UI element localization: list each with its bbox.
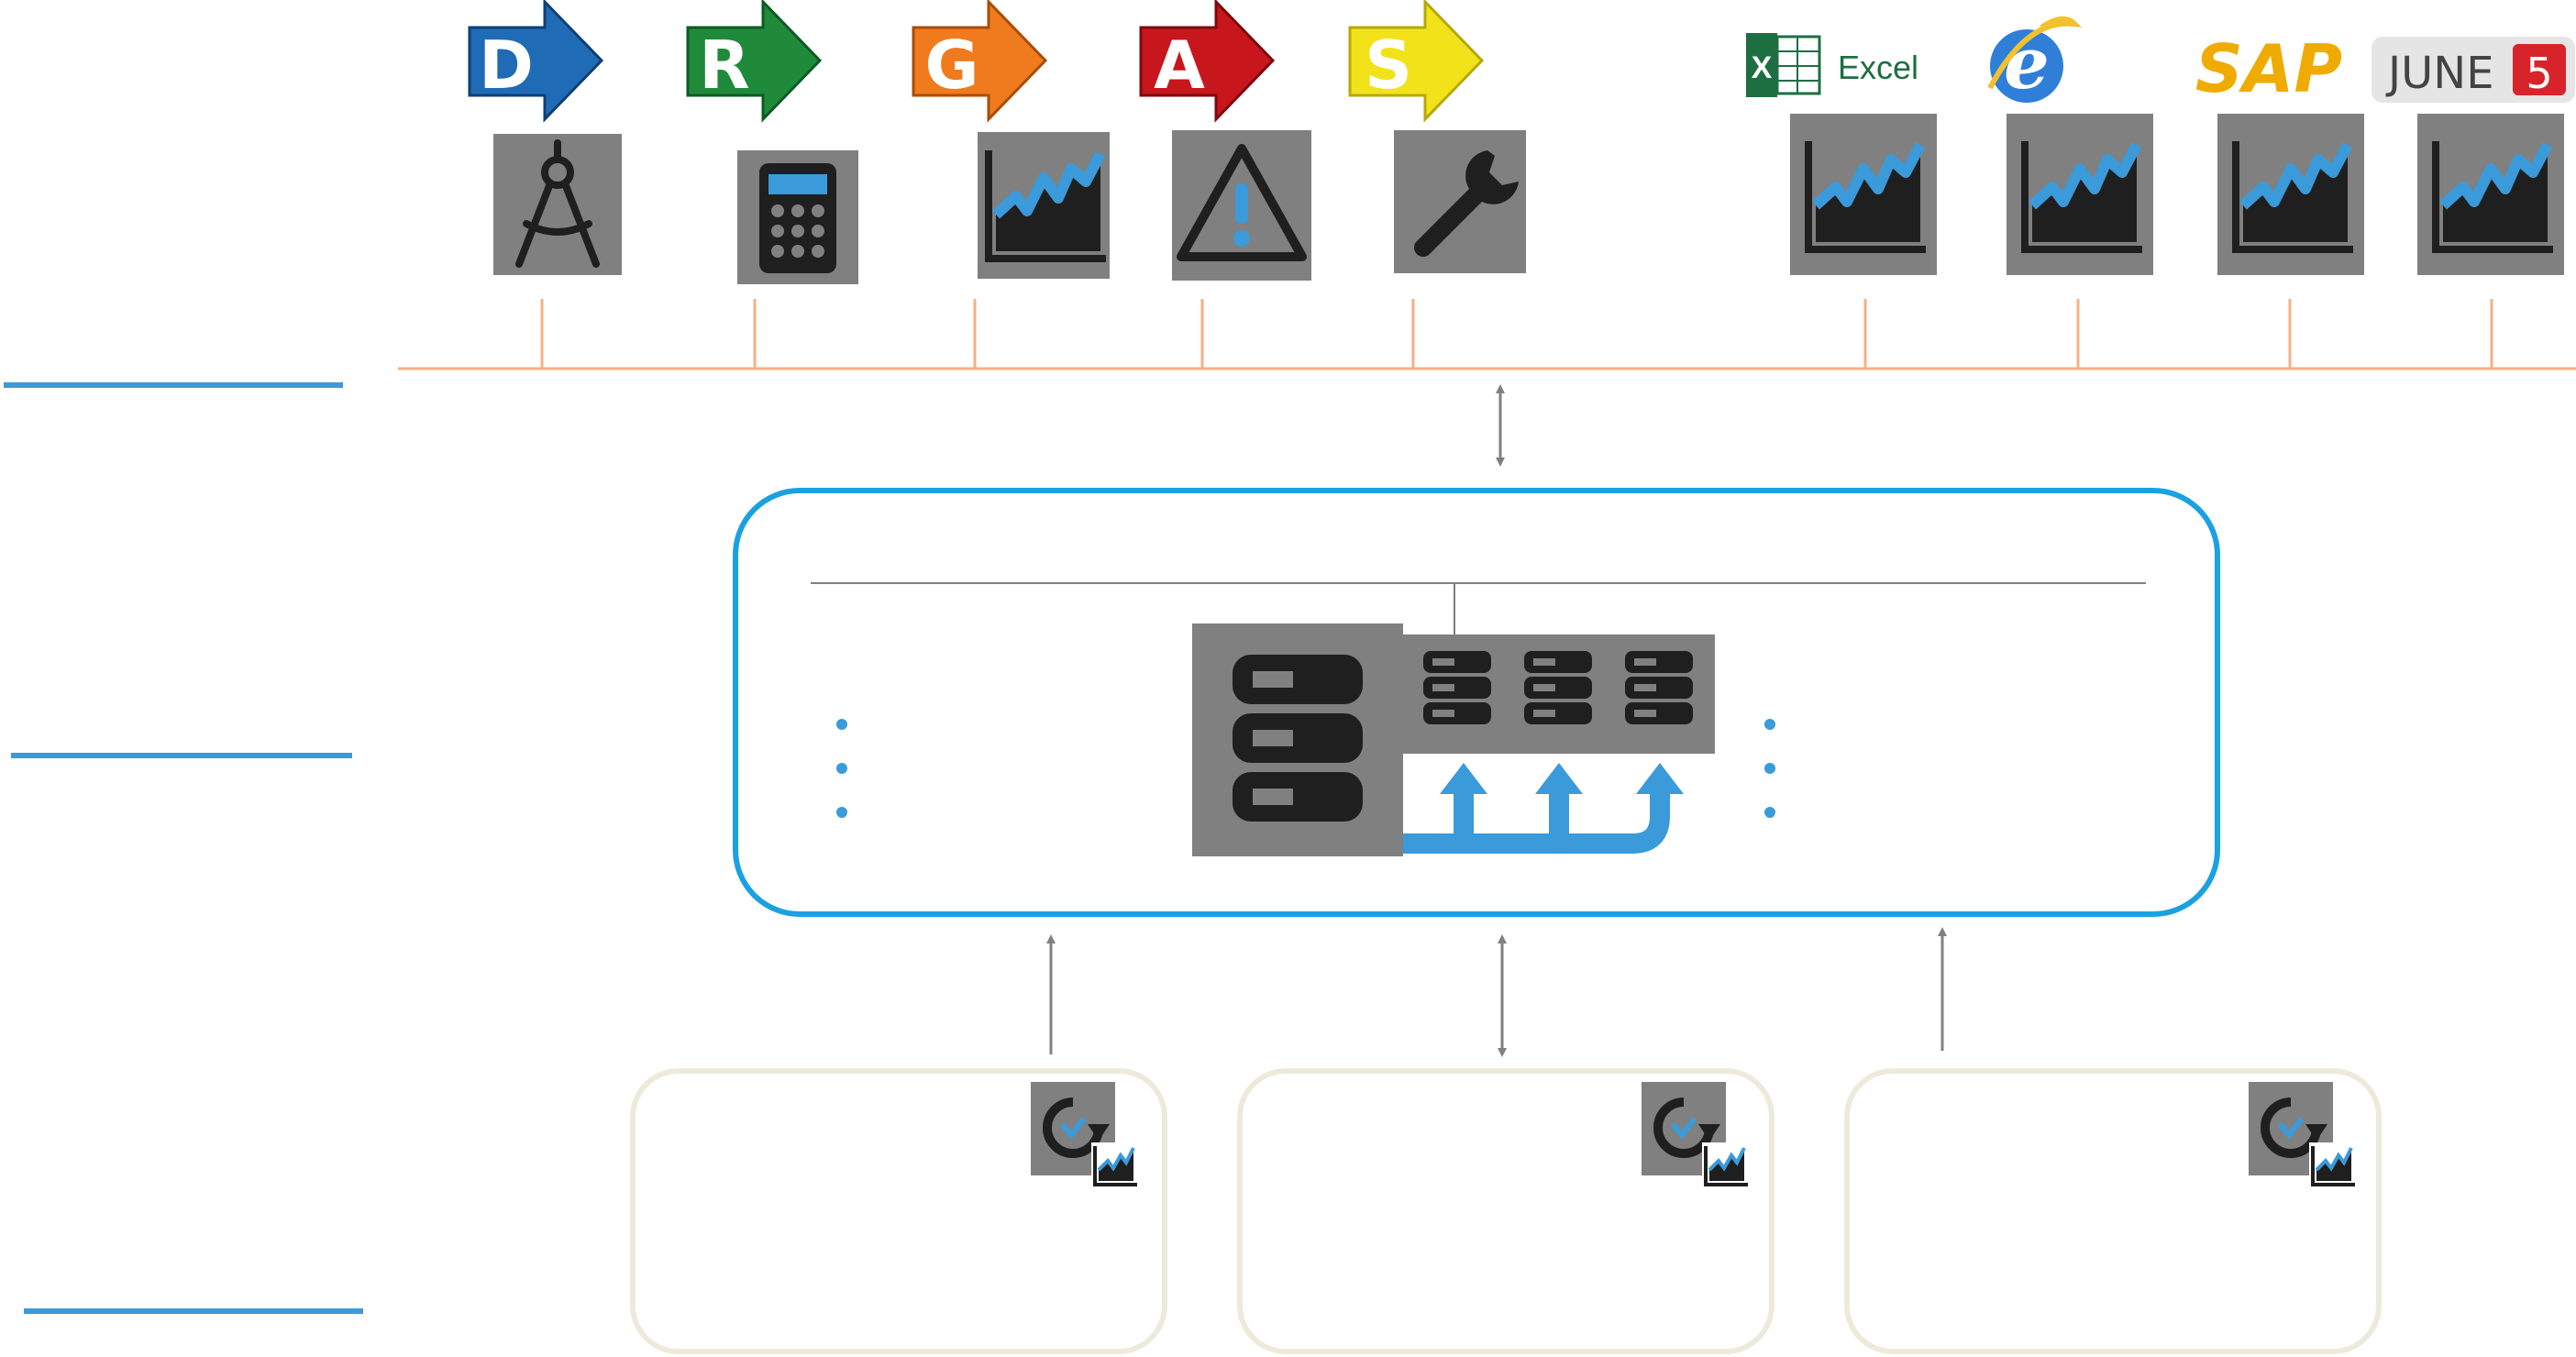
badge-d: D (468, 0, 604, 123)
trend-tile-ie[interactable] (2007, 114, 2153, 275)
svg-text:SAP: SAP (2195, 30, 2342, 107)
trend-tile-g[interactable] (978, 132, 1110, 279)
june5-logo: JUNE 5 (2371, 37, 2575, 103)
warning-tile[interactable] (1172, 130, 1311, 281)
internet-explorer-logo: e (1987, 16, 2083, 105)
main-server-tile[interactable] (1192, 623, 1403, 856)
svg-text:5: 5 (2526, 49, 2552, 98)
compass-tile[interactable] (493, 134, 622, 275)
wrench-icon (1414, 150, 1519, 257)
warning-icon (1177, 144, 1307, 261)
svg-text:JUNE: JUNE (2385, 48, 2494, 99)
replica-server-icon (1625, 651, 1693, 724)
sap-logo: SAP (2195, 30, 2342, 107)
collector-card-left[interactable] (630, 1068, 1167, 1354)
client-bus-drops (540, 299, 2493, 369)
badge-g: G (912, 0, 1048, 123)
svg-text:X: X (1752, 50, 1773, 85)
collector-card-right[interactable] (1844, 1068, 2382, 1354)
ellipsis-right (1764, 719, 1775, 818)
trend-tile-sap[interactable] (2217, 114, 2364, 275)
svg-text:e: e (2004, 22, 2050, 105)
main-server-icon (1233, 655, 1363, 822)
svg-text:R: R (699, 27, 749, 104)
badge-s: S (1348, 0, 1485, 123)
svg-text:A: A (1154, 27, 1205, 104)
trend-tile-excel[interactable] (1790, 114, 1937, 275)
svg-text:G: G (924, 27, 978, 104)
svg-text:D: D (479, 27, 534, 104)
badge-a: A (1139, 0, 1276, 123)
replica-servers-tile[interactable] (1403, 634, 1715, 754)
collector-card-middle[interactable] (1237, 1068, 1774, 1354)
replica-server-icon (1524, 651, 1592, 724)
calculator-icon (759, 163, 836, 273)
excel-logo: X Excel (1746, 33, 1918, 97)
compass-icon (515, 139, 600, 268)
calculator-tile[interactable] (737, 150, 858, 284)
svg-text:S: S (1365, 27, 1412, 104)
trend-tile-june5[interactable] (2417, 114, 2564, 275)
ellipsis-left (836, 719, 847, 818)
badge-r: R (686, 0, 823, 123)
wrench-tile[interactable] (1394, 130, 1526, 273)
svg-text:Excel: Excel (1838, 49, 1918, 86)
replica-server-icon (1423, 651, 1491, 724)
